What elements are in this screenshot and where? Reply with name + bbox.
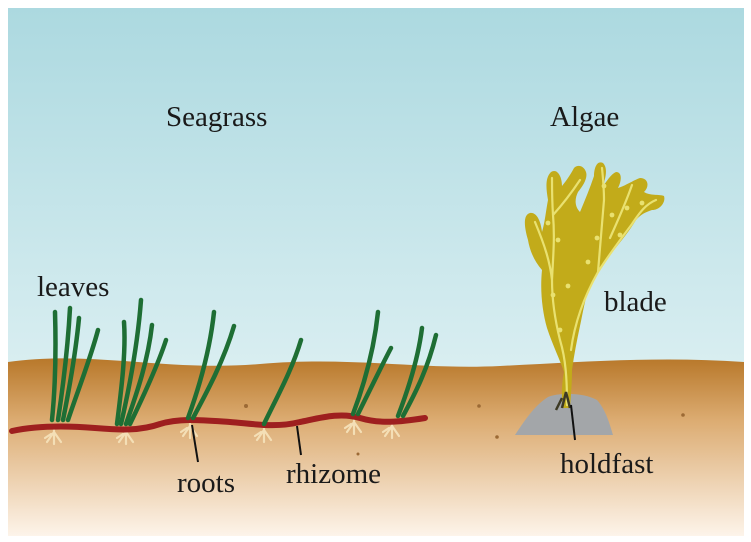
algae-air-bladder <box>566 284 571 289</box>
seagrass-title: Seagrass <box>166 103 267 132</box>
holdfast-label: holdfast <box>560 450 653 479</box>
algae-air-bladder <box>610 213 615 218</box>
leaves-label: leaves <box>37 273 109 302</box>
algae-title: Algae <box>550 103 619 132</box>
algae-air-bladder <box>558 328 563 333</box>
blade-label: blade <box>604 288 667 317</box>
rhizome-label: rhizome <box>286 460 381 489</box>
algae-air-bladder <box>546 221 551 226</box>
roots-label: roots <box>177 469 235 498</box>
algae-air-bladder <box>625 206 630 211</box>
algae-air-bladder <box>595 236 600 241</box>
algae-air-bladder <box>640 201 645 206</box>
algae-air-bladder <box>618 233 623 238</box>
algae-air-bladder <box>586 260 591 265</box>
algae-air-bladder <box>556 238 561 243</box>
algae-air-bladder <box>551 293 556 298</box>
algae-air-bladder <box>602 184 607 189</box>
